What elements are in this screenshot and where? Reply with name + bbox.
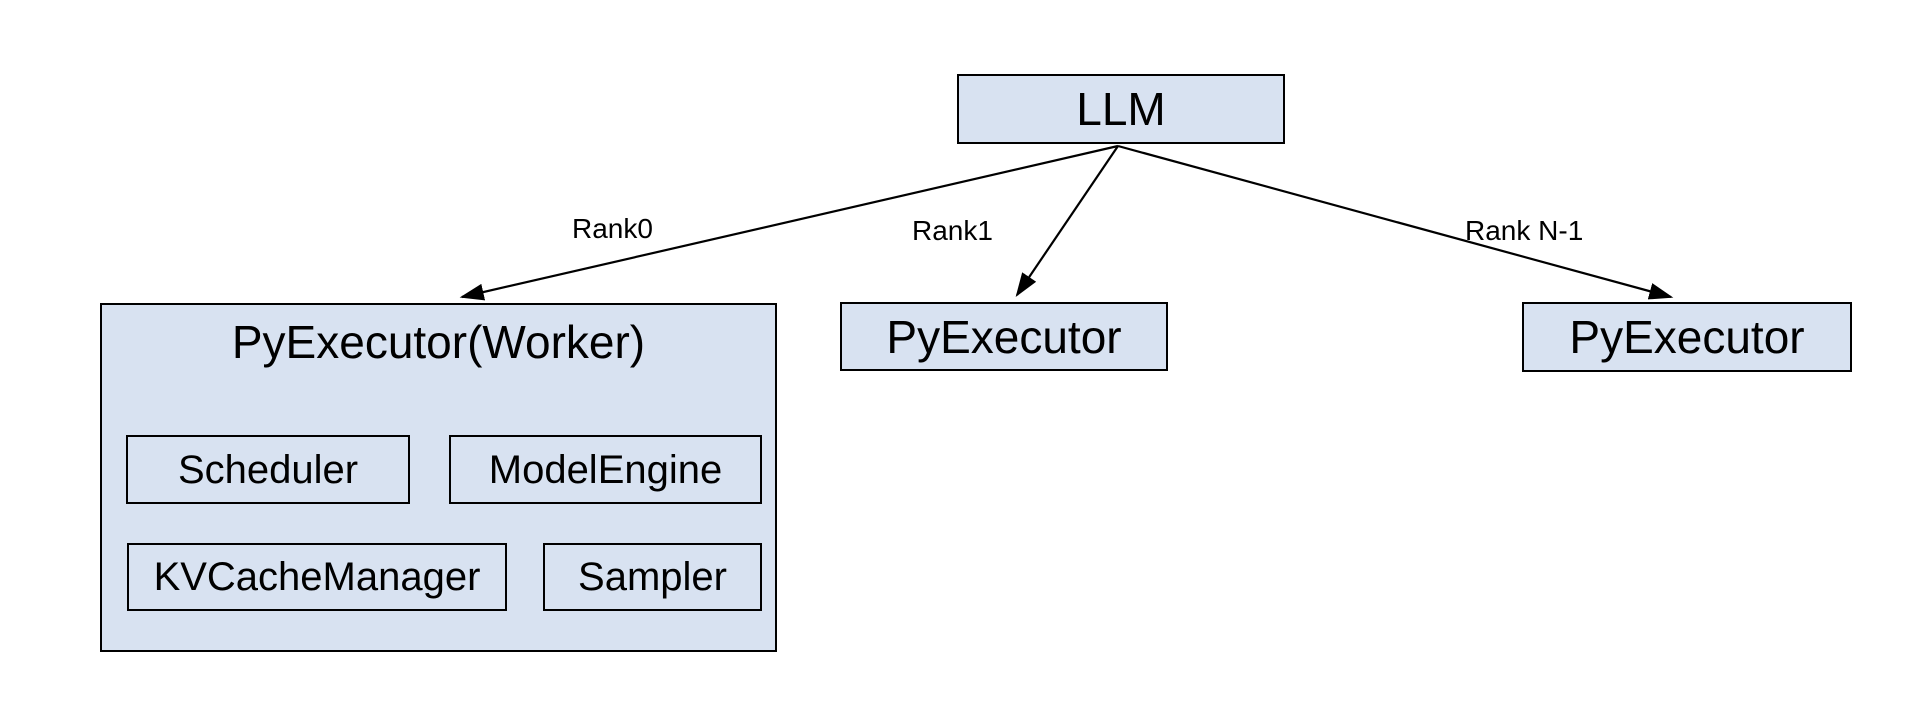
scheduler-label: Scheduler <box>177 447 359 492</box>
llm-label: LLM <box>1076 83 1166 135</box>
arrow-rank0 <box>459 144 1119 301</box>
llm-node: LLM <box>957 74 1285 144</box>
sampler-box: Sampler <box>543 543 762 611</box>
modelengine-label: ModelEngine <box>488 447 723 492</box>
pyexecutor-worker-node: PyExecutor(Worker) Scheduler ModelEngine… <box>100 303 777 652</box>
pyexecutor-worker-title: PyExecutor(Worker) <box>231 316 646 368</box>
edge-label-rank0: Rank0 <box>572 213 653 244</box>
pyexecutor-rank-n-1-label: PyExecutor <box>1569 311 1805 363</box>
sampler-label: Sampler <box>578 555 727 599</box>
pyexecutor-rank-n-1-node: PyExecutor <box>1522 302 1852 372</box>
edge-label-rank1: Rank1 <box>912 215 993 246</box>
modelengine-box: ModelEngine <box>449 435 762 504</box>
arrow-rank1 <box>1015 145 1119 298</box>
pyexecutor-rank1-label: PyExecutor <box>886 310 1122 363</box>
kvcachemanager-box: KVCacheManager <box>127 543 507 611</box>
kvcachemanager-label: KVCacheManager <box>153 555 481 599</box>
edge-label-rank-n-1: Rank N-1 <box>1465 215 1584 246</box>
scheduler-box: Scheduler <box>126 435 410 504</box>
arrow-rank-n-1 <box>1117 144 1674 300</box>
pyexecutor-rank1-node: PyExecutor <box>840 302 1168 371</box>
